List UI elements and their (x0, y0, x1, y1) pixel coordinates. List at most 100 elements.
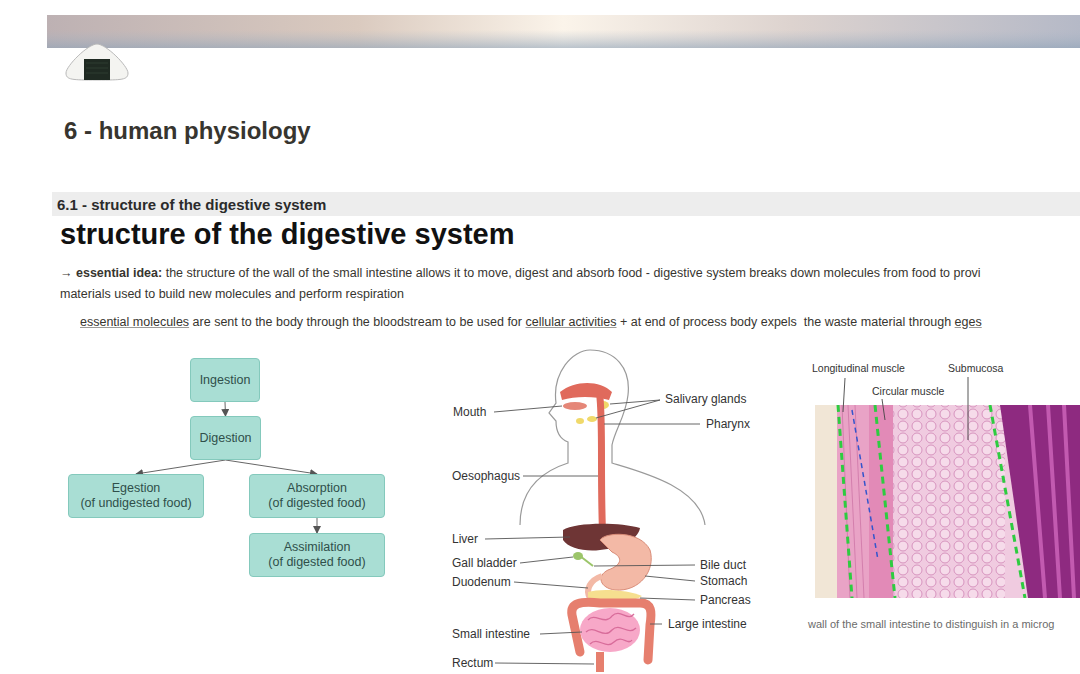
illustration-part (520, 350, 705, 525)
illustration-part (640, 598, 695, 600)
tissue-label: Longitudinal muscle (812, 362, 905, 375)
illustration-part (1030, 405, 1074, 598)
flow-arrow (225, 402, 227, 416)
body-text: + at end of process body expels the wast… (620, 315, 951, 329)
box-label: 6.1 - structure of the digestive system (57, 196, 326, 213)
illustration-part (563, 402, 587, 410)
illustration-part (587, 416, 597, 422)
micrograph (815, 405, 1080, 598)
part-label: Salivary glands (665, 392, 746, 406)
micrograph-leaders (843, 377, 968, 440)
illustration-part (875, 405, 895, 598)
part-label: Small intestine (452, 627, 530, 641)
illustration-part (1000, 405, 1080, 598)
part-label: Large intestine (668, 617, 747, 631)
illustration-part (604, 424, 700, 425)
part-label: Oesophagus (452, 469, 520, 483)
part-label: Gall bladder (452, 556, 517, 570)
box-note: (of digested food) (268, 555, 365, 570)
part-label: Liver (452, 532, 478, 546)
illustration-part (852, 410, 878, 560)
part-label: Rectum (452, 656, 493, 670)
illustration-part (596, 400, 660, 418)
box-label: Ingestion (200, 373, 251, 388)
illustration-part (600, 534, 651, 590)
process-box: Digestion (190, 416, 261, 460)
page-heading: structure of the digestive system (60, 217, 514, 252)
illustration-part (86, 63, 108, 73)
process-box: Ingestion (190, 358, 260, 402)
box-label: Absorption (287, 481, 347, 496)
text-line: materials used to build new molecules an… (60, 286, 404, 302)
box-note: (of undigested food) (80, 496, 191, 511)
tissue-label: Circular muscle (872, 385, 944, 398)
illustration-part (815, 405, 1080, 598)
illustration-part (968, 377, 969, 440)
illustration-part (523, 476, 598, 477)
illustration-part (815, 405, 837, 598)
illustration-part (520, 557, 573, 563)
illustration-part (594, 565, 695, 566)
illustration-part (495, 663, 594, 664)
body-text: the structure of the wall of the small i… (166, 266, 981, 280)
part-label: Mouth (453, 405, 486, 419)
illustration-part (596, 652, 604, 672)
illustration-part (84, 59, 110, 80)
illustration-part (580, 608, 640, 652)
part-label: Duodenum (452, 575, 511, 589)
text-line: essential molecules are sent to the body … (80, 314, 982, 330)
leader-lines (485, 400, 700, 664)
illustration-part (572, 602, 651, 660)
box-label: Digestion (199, 431, 251, 446)
illustration-part (837, 405, 869, 598)
illustration-part (494, 406, 562, 412)
process-box: Assimilation(of digested food) (249, 533, 385, 577)
onigiri-icon (66, 44, 128, 80)
illustration-part (882, 399, 885, 420)
box-note: (of digested food) (268, 496, 365, 511)
part-label: Pharynx (706, 417, 750, 431)
cover-banner (47, 15, 1080, 48)
illustration-part (560, 383, 612, 400)
page-title: 6 - human physiology (64, 117, 311, 145)
tissue-label: Submucosa (948, 362, 1003, 375)
process-box: Absorption(of digested food) (249, 474, 385, 518)
linked-term: cellular activities (525, 315, 616, 329)
process-box: Egestion(of undigested food) (68, 474, 204, 518)
illustration-part (990, 405, 1025, 598)
illustration-part (47, 15, 1080, 48)
part-label: Stomach (700, 574, 747, 588)
illustration-part (540, 632, 582, 634)
illustration-part (576, 418, 584, 424)
part-label: Pancreas (700, 593, 751, 607)
linked-term: eges (955, 315, 982, 329)
linked-term: essential molecules (80, 315, 189, 329)
illustration-part (47, 30, 1080, 48)
illustration-part (869, 405, 893, 598)
flow-arrow (226, 460, 318, 474)
illustration-part (645, 576, 695, 581)
flow-arrow (317, 518, 318, 533)
illustration-part (838, 405, 852, 598)
illustration-part (650, 624, 662, 625)
illustration-part (600, 398, 603, 545)
box-label: Egestion (112, 481, 161, 496)
section-band: 6.1 - structure of the digestive system (52, 192, 1080, 216)
body-text: → (60, 266, 73, 280)
body-text: are sent to the body through the bloodst… (193, 315, 522, 329)
box-label: Assimilation (284, 540, 351, 555)
illustration-part (843, 378, 845, 412)
illustration-part (485, 537, 570, 539)
illustration-part (893, 405, 1005, 598)
part-label: Bile duct (700, 558, 746, 572)
illustration-part (580, 556, 593, 566)
bold-term: essential idea: (76, 266, 162, 280)
illustration-part (514, 582, 588, 588)
body-text: materials used to build new molecules an… (60, 287, 404, 301)
flow-arrow (136, 460, 226, 474)
image-caption: wall of the small intestine to distingui… (808, 618, 1054, 631)
